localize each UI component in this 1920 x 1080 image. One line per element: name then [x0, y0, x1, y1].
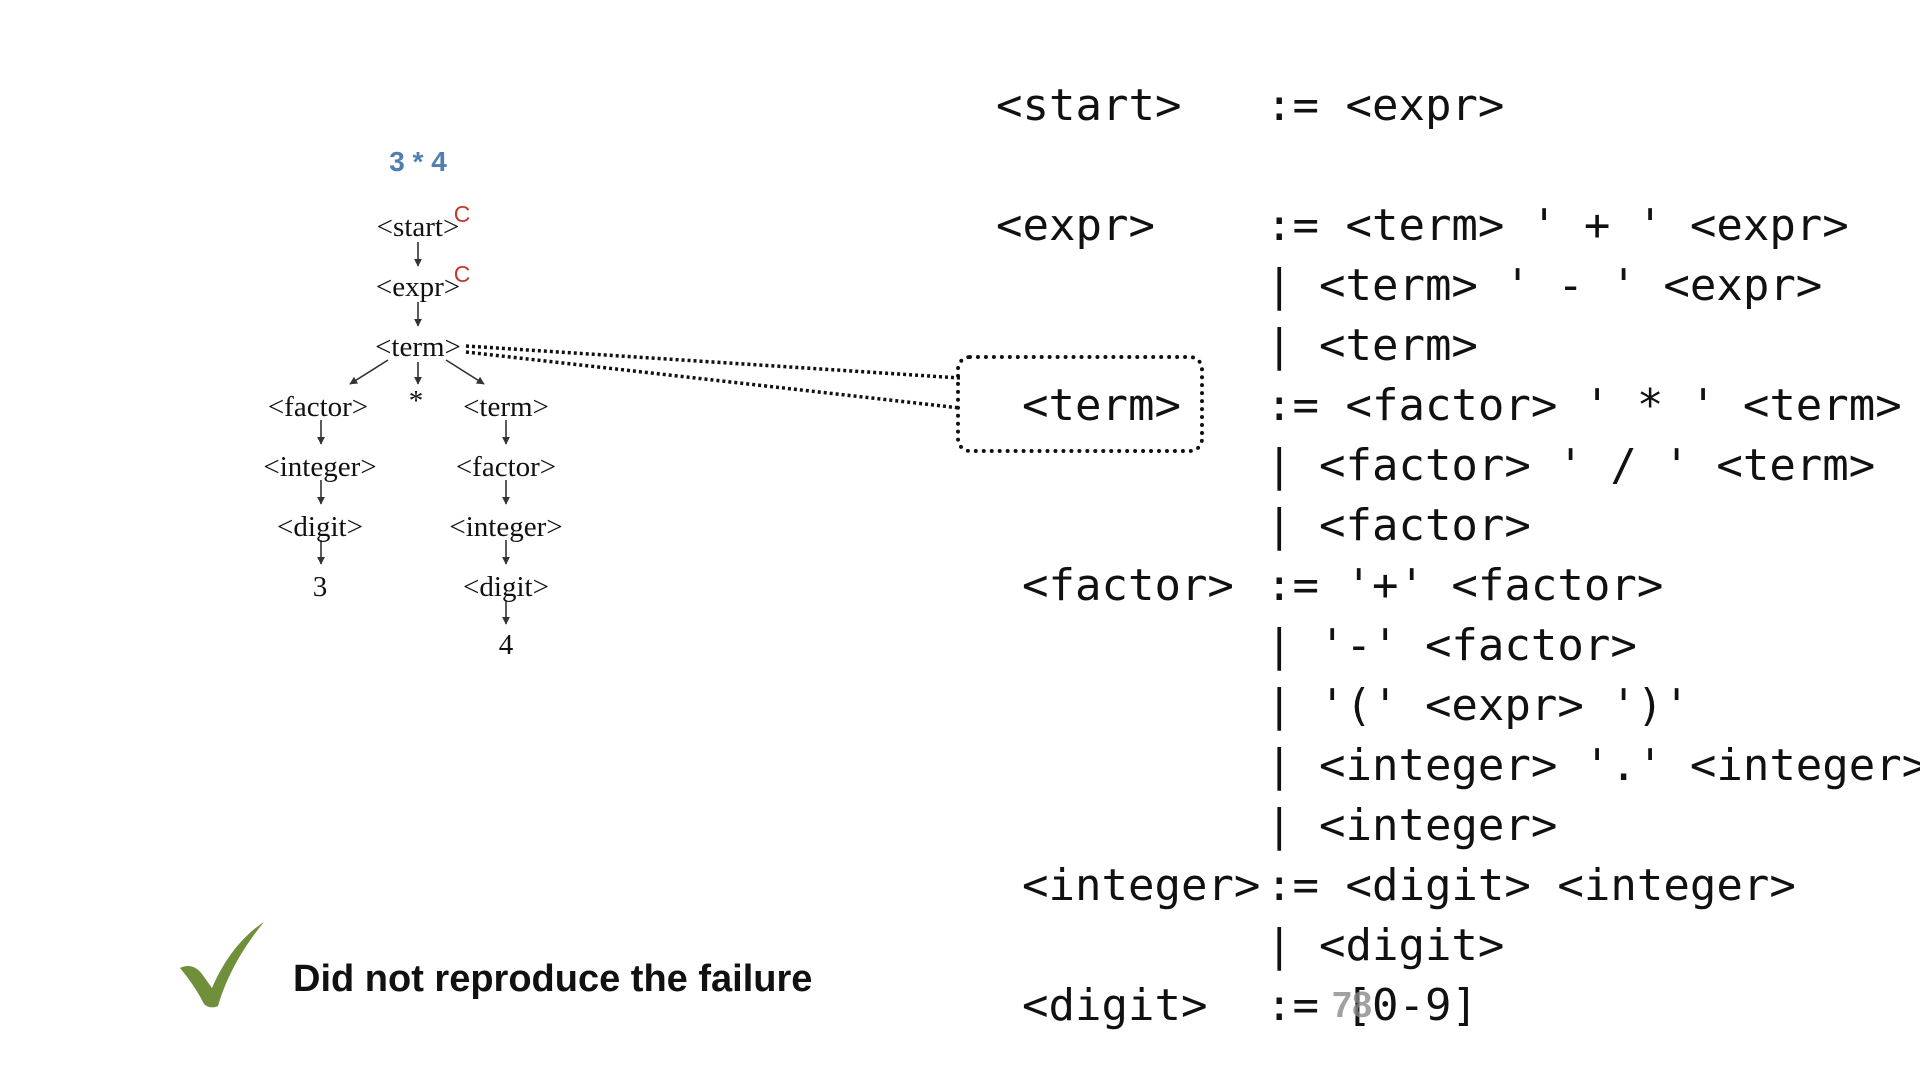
tree-node-term: <term>: [463, 391, 549, 423]
edge-term-term: [445, 359, 485, 385]
tree-node-four: 4: [499, 629, 514, 661]
tree-node-integer: <integer>: [263, 451, 376, 483]
verdict-message: Did not reproduce the failure: [293, 958, 813, 1000]
tree-node-factor: <factor>: [456, 451, 556, 483]
grammar-rule-term-name: <term>: [1022, 380, 1181, 431]
grammar-line: := '+' <factor>: [1266, 560, 1664, 611]
grammar-line: := <factor> ' * ' <term>: [1266, 380, 1902, 431]
grammar-line: := <expr>: [1266, 80, 1505, 131]
check-mark-icon: [180, 922, 264, 1008]
grammar-line: := <digit> <integer>: [1266, 860, 1796, 911]
grammar-line: | <integer>: [1266, 800, 1558, 851]
tree-node-digit: <digit>: [463, 571, 549, 603]
coverage-marker: C: [454, 201, 471, 227]
grammar-rule-start-name: <start>: [996, 80, 1182, 131]
grammar-rule-factor-name: <factor>: [1022, 560, 1234, 611]
grammar-line: | '(' <expr> ')': [1266, 680, 1690, 731]
tree-node-factor: <factor>: [268, 391, 368, 423]
grammar-line: | <term> ' - ' <expr>: [1266, 260, 1823, 311]
grammar-rule-integer-name: <integer>: [1022, 860, 1261, 911]
slide-number: 78: [1332, 984, 1373, 1025]
tree-label: 3 * 4: [389, 146, 447, 177]
grammar-line: | <factor> ' / ' <term>: [1266, 440, 1876, 491]
coverage-marker: C: [454, 261, 471, 287]
tree-node-term: <term>: [375, 331, 461, 363]
grammar-rule-expr-name: <expr>: [996, 200, 1155, 251]
tree-node-digit: <digit>: [277, 511, 363, 543]
tree-node-expr: <expr>: [376, 271, 460, 303]
tree-node-start: <start>: [377, 211, 460, 243]
grammar-line: | <integer> '.' <integer>: [1266, 740, 1920, 791]
tree-node-star: *: [409, 385, 424, 417]
grammar-rule-digit-name: <digit>: [1022, 980, 1208, 1031]
grammar-line: | <digit>: [1266, 920, 1505, 971]
grammar-line: := <term> ' + ' <expr>: [1266, 200, 1849, 251]
tree-nodes: <start> C <expr> C <term> <factor> * <te…: [263, 201, 562, 661]
grammar-line: | <term>: [1266, 320, 1478, 371]
grammar-line: | '-' <factor>: [1266, 620, 1637, 671]
grammar-line: := [0-9]: [1266, 980, 1478, 1031]
tree-edges: [317, 242, 510, 625]
tree-node-three: 3: [313, 571, 328, 603]
grammar-line: | <factor>: [1266, 500, 1531, 551]
tree-node-integer: <integer>: [449, 511, 562, 543]
term-highlight-box: [956, 355, 1204, 453]
term-connector: [465, 344, 961, 410]
edge-term-factor: [349, 359, 389, 385]
